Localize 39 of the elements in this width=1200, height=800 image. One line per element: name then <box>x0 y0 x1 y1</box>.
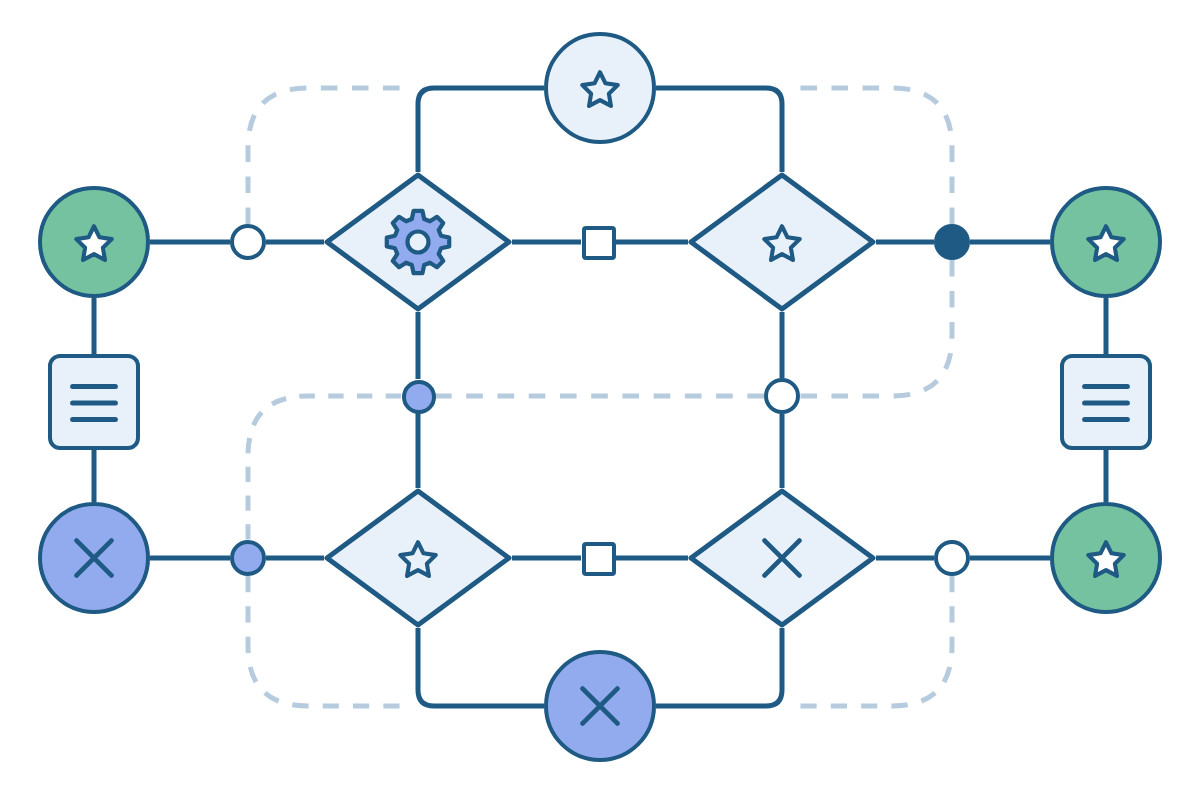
connector-line <box>1103 298 1109 354</box>
connector-line <box>415 85 544 172</box>
connector-line <box>91 298 97 354</box>
decision-diamond <box>324 488 512 628</box>
connector-line <box>615 555 688 561</box>
document-box <box>48 354 140 450</box>
decision-diamond <box>688 172 876 312</box>
dashed-connector <box>245 85 400 224</box>
decision-diamond <box>324 172 512 312</box>
dashed-connector <box>435 393 764 399</box>
connector-line <box>615 239 688 245</box>
connector-line <box>266 239 324 245</box>
connector-line <box>656 628 785 709</box>
connector-line <box>150 239 230 245</box>
connector-line <box>656 85 785 172</box>
connector-line <box>415 628 544 709</box>
connector-line <box>415 413 421 488</box>
dashed-connector <box>800 85 955 224</box>
connector-line <box>1103 450 1109 502</box>
connector-line <box>150 555 230 561</box>
connector-line <box>876 239 934 245</box>
connector-line <box>970 239 1050 245</box>
document-box <box>1060 354 1152 450</box>
connector-line <box>512 555 581 561</box>
connector-line <box>876 555 934 561</box>
connector-line <box>779 312 785 378</box>
connector-line <box>91 450 97 502</box>
connector-line <box>512 239 581 245</box>
dashed-connector <box>800 576 955 709</box>
connector-line <box>779 414 785 488</box>
connector-line <box>266 555 324 561</box>
dashed-connector <box>800 260 955 399</box>
dashed-connector <box>245 393 401 540</box>
decision-diamond <box>688 488 876 628</box>
connector-line <box>415 312 421 379</box>
junction-square <box>581 225 615 259</box>
dashed-connector <box>245 576 400 709</box>
junction-square <box>581 541 615 575</box>
connector-line <box>970 555 1050 561</box>
